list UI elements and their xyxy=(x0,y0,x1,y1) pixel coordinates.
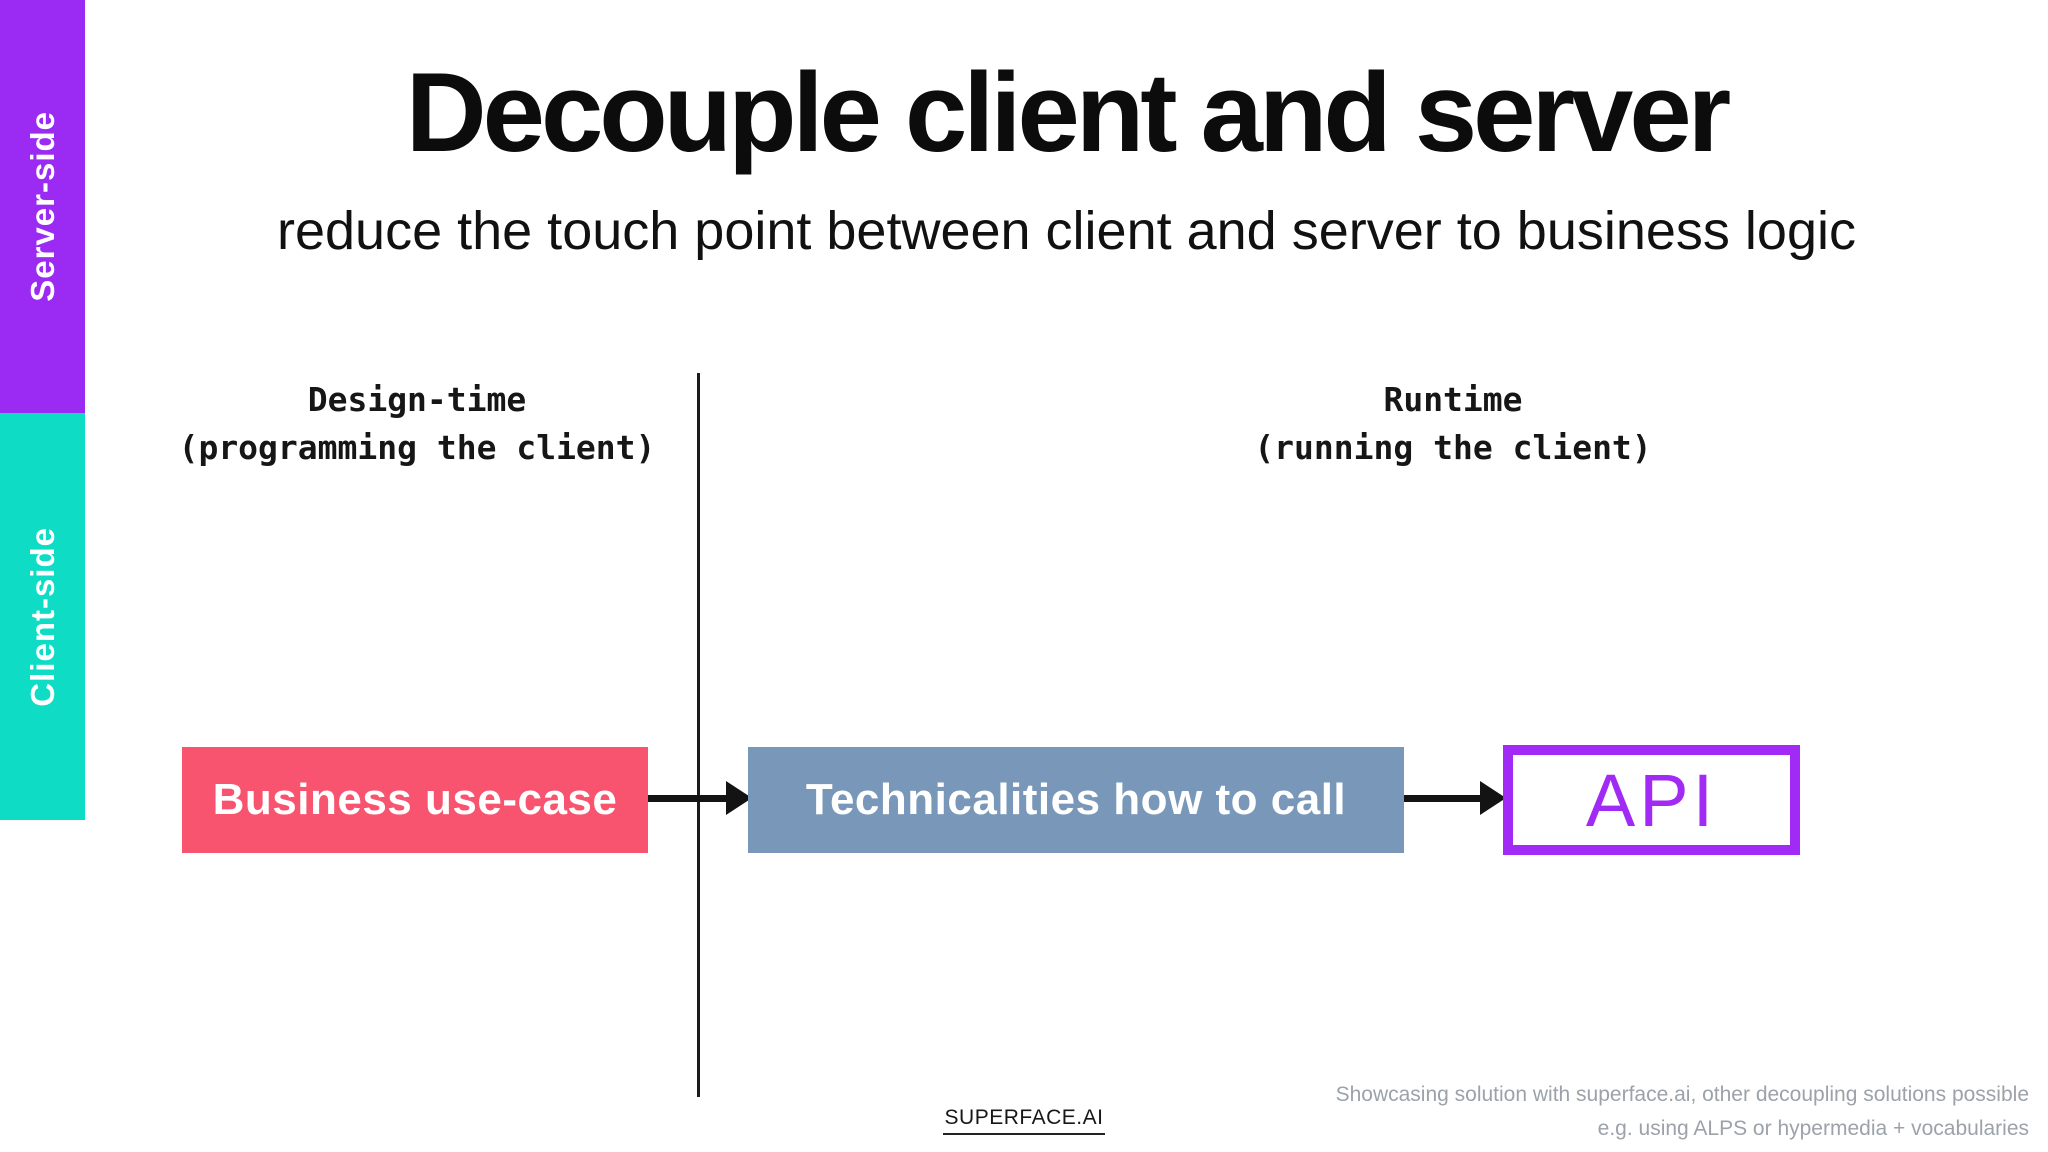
technicalities-label: Technicalities how to call xyxy=(805,775,1347,824)
slide-subtitle: reduce the touch point between client an… xyxy=(277,201,1856,261)
client-side-strip: Client-side xyxy=(0,413,85,820)
client-side-label: Client-side xyxy=(23,526,61,707)
time-divider-line xyxy=(697,373,700,1097)
api-label: API xyxy=(1585,758,1718,842)
runtime-title: Runtime xyxy=(1383,380,1523,419)
arrow-right-icon xyxy=(1404,781,1506,815)
server-side-label: Server-side xyxy=(23,111,61,302)
design-time-subtitle: (programming the client) xyxy=(178,428,656,467)
footer: SUPERFACE.AI xyxy=(0,1106,2048,1135)
footnote-line-2: e.g. using ALPS or hypermedia + vocabula… xyxy=(1597,1117,2029,1140)
design-time-title: Design-time xyxy=(307,380,527,419)
superface-logo: SUPERFACE.AI xyxy=(942,1106,1106,1135)
technicalities-box: Technicalities how to call xyxy=(748,747,1404,853)
server-side-strip: Server-side xyxy=(0,0,85,413)
api-box: API xyxy=(1503,745,1800,855)
arrow-shaft xyxy=(1404,795,1484,802)
arrow-head xyxy=(726,781,752,815)
footnote: Showcasing solution with superface.ai, o… xyxy=(1336,1078,2029,1146)
slide-title: Decouple client and server xyxy=(405,50,1731,175)
runtime-label: Runtime (running the client) xyxy=(1193,376,1713,472)
business-use-case-label: Business use-case xyxy=(212,775,618,824)
design-time-label: Design-time (programming the client) xyxy=(157,376,677,472)
footnote-line-1: Showcasing solution with superface.ai, o… xyxy=(1335,1083,2029,1106)
arrow-head xyxy=(1480,781,1506,815)
arrow-right-icon xyxy=(648,781,752,815)
arrow-shaft xyxy=(648,795,730,802)
runtime-subtitle: (running the client) xyxy=(1254,428,1652,467)
business-use-case-box: Business use-case xyxy=(182,747,648,853)
